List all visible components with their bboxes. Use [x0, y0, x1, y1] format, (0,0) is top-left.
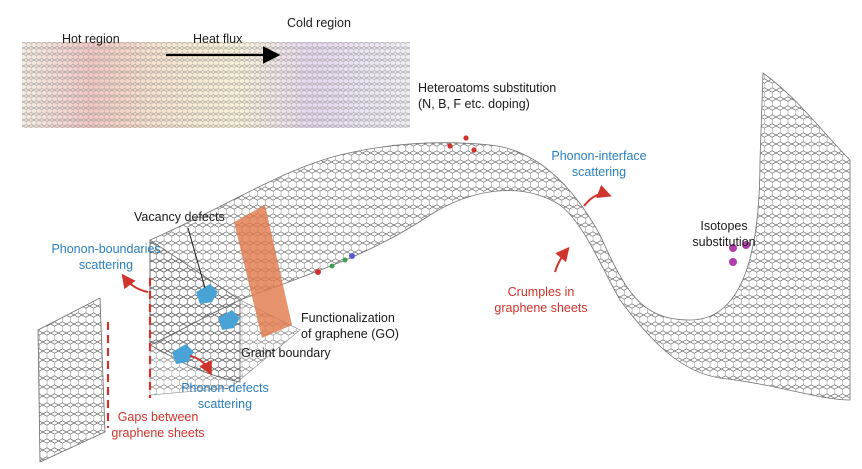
dopant-atom-icon — [349, 253, 355, 259]
dopant-atom-icon — [463, 135, 469, 141]
grain-boundary-label: Graint boundary — [241, 346, 331, 360]
heteroatoms-label-line1: Heteroatoms substitution — [418, 81, 557, 95]
heteroatoms-label-line2: (N, B, F etc. doping) — [418, 97, 530, 111]
heteroatom-dopants — [447, 135, 477, 153]
scattering-arrow-icon — [583, 184, 612, 207]
phonon-defects-label-line2: scattering — [197, 397, 253, 411]
dopant-atom-icon — [315, 269, 321, 275]
inset-lattice — [22, 42, 410, 128]
vacancy-defects-label: Vacancy defects — [134, 210, 225, 224]
separate-graphene-sheet — [37, 297, 106, 463]
gaps-label-line1: Gaps between — [117, 410, 199, 424]
ribbon-main — [149, 72, 851, 401]
gaps-label-line2: graphene sheets — [111, 426, 205, 440]
dopant-atom-icon — [342, 257, 348, 263]
isotopes-label-line1: Isotopes — [700, 219, 748, 233]
crumples-label-line2: graphene sheets — [494, 301, 588, 315]
isotope-atoms — [729, 241, 750, 266]
scattering-arrow-icon — [554, 246, 570, 273]
phonon-boundaries-label-line2: scattering — [78, 258, 134, 272]
hot-region-label: Hot region — [62, 32, 120, 46]
vacancy-pointer-line — [187, 227, 206, 289]
isotope-atom-icon — [729, 258, 737, 266]
functional-groups — [315, 253, 355, 275]
dopant-atom-icon — [329, 263, 335, 269]
grain-boundary-band — [234, 205, 292, 338]
isotopes-label-line2: substitution — [692, 235, 756, 249]
dopant-atom-icon — [471, 147, 477, 153]
functionalization-label-line2: of graphene (GO) — [301, 327, 399, 341]
phonon-defects-label-line1: Phonon-defects — [181, 381, 269, 395]
vacancy-defect-icon — [218, 310, 240, 330]
isotope-atom-icon — [742, 241, 750, 249]
isotope-atom-icon — [729, 244, 737, 252]
heat-flux-inset — [22, 42, 410, 128]
dopant-atom-icon — [447, 143, 453, 149]
phonon-boundaries-label-line1: Phonon-boundaries — [51, 242, 161, 256]
cold-region-label: Cold region — [287, 16, 351, 30]
phonon-interface-label-line1: Phonon-interface — [551, 149, 647, 163]
scattering-arrow-icon — [121, 273, 149, 293]
heat-flux-label: Heat flux — [193, 32, 243, 46]
vacancy-defect-icon — [172, 344, 194, 364]
functionalization-label-line1: Functionalization — [301, 311, 395, 325]
vacancy-defect-icon — [196, 284, 218, 304]
phonon-interface-label-line2: scattering — [571, 165, 627, 179]
crumples-label-line1: Crumples in — [507, 285, 575, 299]
scattering-arrow-icon — [189, 355, 212, 376]
